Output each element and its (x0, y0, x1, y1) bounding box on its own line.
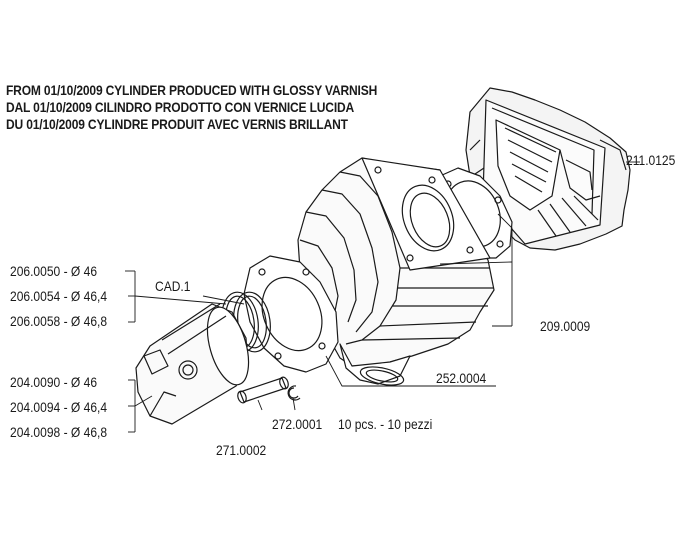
label-cylinder: 209.0009 (540, 318, 591, 334)
note-french: DU 01/10/2009 CYLINDRE PRODUIT AVEC VERN… (6, 116, 348, 132)
label-head: 211.0125 (626, 152, 676, 168)
note-english: FROM 01/10/2009 CYLINDER PRODUCED WITH G… (6, 82, 378, 98)
cylinder[interactable] (298, 158, 494, 384)
pin-clip[interactable] (288, 386, 300, 400)
label-rings-qty: CAD.1 (155, 278, 191, 294)
note-block: FROM 01/10/2009 CYLINDER PRODUCED WITH G… (6, 82, 377, 133)
label-ring-code-3: 206.0058 - Ø 46,8 (10, 313, 108, 329)
label-clip: 272.0001 (272, 416, 323, 432)
label-base-gasket: 252.0004 (436, 370, 487, 386)
piston-pin[interactable] (236, 376, 289, 404)
label-piston-code-3: 204.0098 - Ø 46,8 (10, 424, 108, 440)
note-italian: DAL 01/10/2009 CILINDRO PRODOTTO CON VER… (6, 99, 355, 115)
cylinder-head[interactable] (466, 88, 630, 250)
label-ring-code-1: 206.0050 - Ø 46 (10, 263, 98, 279)
label-piston-code-2: 204.0094 - Ø 46,4 (10, 399, 108, 415)
label-piston-code-1: 204.0090 - Ø 46 (10, 374, 98, 390)
o-ring[interactable] (359, 364, 405, 389)
label-clip-qty: 10 pcs. - 10 pezzi (338, 416, 433, 432)
label-pin: 271.0002 (216, 442, 267, 458)
label-ring-code-2: 206.0054 - Ø 46,4 (10, 288, 108, 304)
leader-lines (125, 161, 640, 433)
piston[interactable] (136, 303, 256, 424)
